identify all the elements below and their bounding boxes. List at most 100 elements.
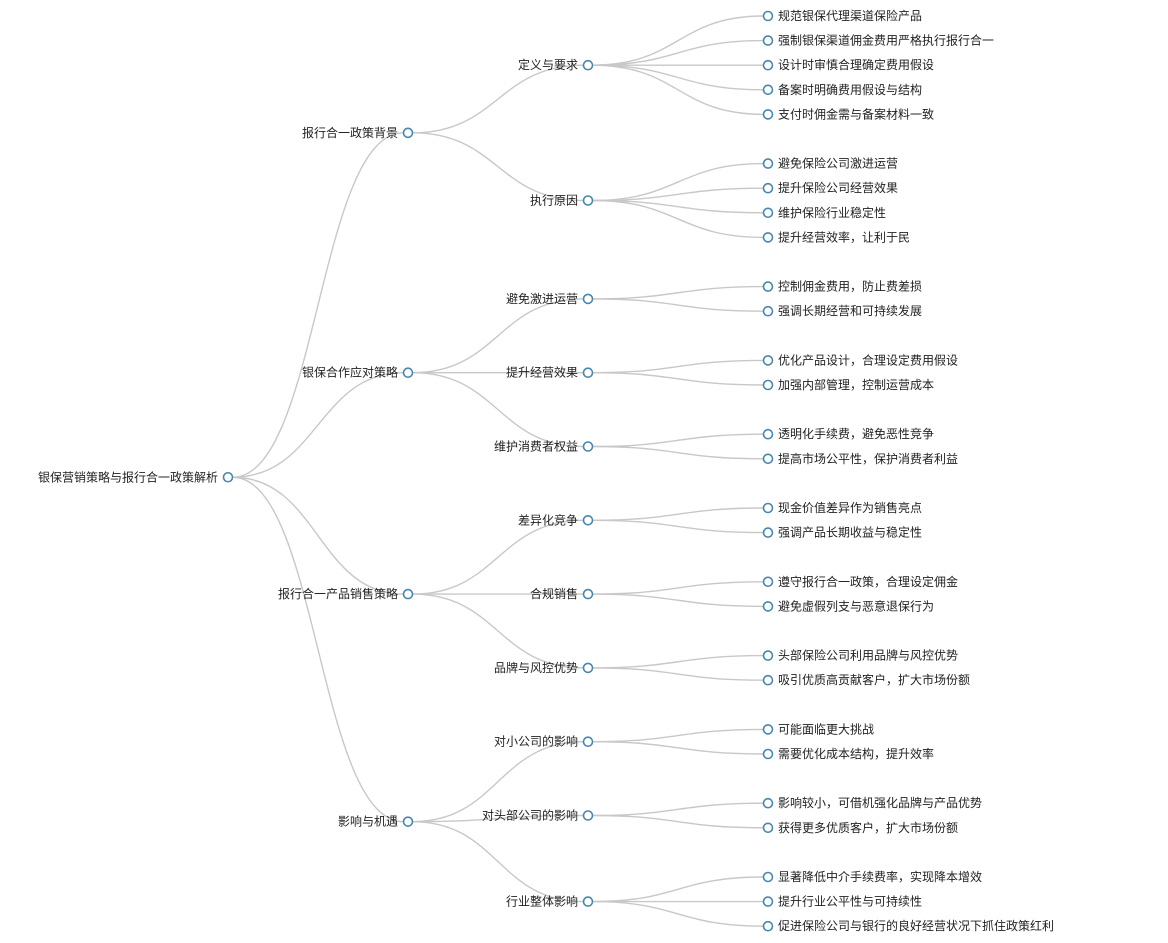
node-label: 支付时佣金需与备案材料一致 [778, 106, 934, 121]
mindmap-link [412, 64, 584, 134]
node-circle[interactable] [762, 10, 774, 22]
node-circle[interactable] [762, 822, 774, 834]
mindmap-leaf-node[interactable]: 备案时明确费用假设与结构 [762, 82, 923, 97]
mindmap-leaf-node[interactable]: 需要优化成本结构，提升效率 [762, 746, 935, 761]
node-circle[interactable] [762, 601, 774, 612]
mindmap-leaf-node[interactable]: 遵守报行合一政策，合理设定佣金 [762, 574, 959, 589]
mindmap-branch-node[interactable]: 执行原因 [530, 194, 594, 208]
mindmap-link [232, 476, 404, 595]
mindmap-leaf-node[interactable]: 影响较小，可借机强化品牌与产品优势 [762, 795, 983, 810]
node-circle[interactable] [762, 724, 774, 735]
node-label: 显著降低中介手续费率，实现降本增效 [778, 869, 982, 884]
node-circle[interactable] [762, 527, 774, 538]
node-circle[interactable] [582, 293, 594, 305]
node-circle[interactable] [582, 514, 594, 526]
node-circle[interactable] [762, 896, 774, 907]
mindmap-leaf-node[interactable]: 提高市场公平性，保护消费者利益 [762, 451, 959, 466]
node-circle[interactable] [762, 84, 774, 96]
node-circle[interactable] [762, 207, 774, 219]
mindmap-branch-node[interactable]: 差异化竞争 [518, 513, 594, 527]
node-circle[interactable] [402, 816, 414, 827]
node-circle[interactable] [762, 281, 774, 292]
node-circle[interactable] [582, 736, 594, 748]
node-circle[interactable] [582, 195, 594, 206]
mindmap-leaf-node[interactable]: 现金价值差异作为销售亮点 [762, 500, 923, 515]
node-circle[interactable] [762, 158, 774, 169]
node-circle[interactable] [762, 182, 774, 194]
mindmap-leaf-node[interactable]: 透明化手续费，避免恶性竞争 [762, 426, 935, 441]
node-circle[interactable] [222, 471, 234, 483]
mindmap-leaf-node[interactable]: 提升经营效率，让利于民 [762, 229, 911, 244]
node-label: 避免激进运营 [506, 291, 578, 306]
mindmap-branch-node[interactable]: 报行合一政策背景 [302, 125, 414, 140]
node-label: 可能面临更大挑战 [778, 722, 874, 736]
mindmap-leaf-node[interactable]: 促进保险公司与银行的良好经营状况下抓住政策红利 [762, 918, 1055, 933]
mindmap-leaf-node[interactable]: 获得更多优质客户，扩大市场份额 [762, 820, 959, 835]
mindmap-branch-node[interactable]: 定义与要求 [518, 57, 594, 72]
mindmap-branch-node[interactable]: 对头部公司的影响 [482, 808, 594, 823]
node-circle[interactable] [582, 367, 594, 379]
mindmap-leaf-node[interactable]: 优化产品设计，合理设定费用假设 [762, 352, 959, 367]
mindmap-leaf-node[interactable]: 强调长期经营和可持续发展 [762, 303, 923, 318]
mindmap-branch-node[interactable]: 合规销售 [530, 586, 594, 601]
node-circle[interactable] [762, 355, 774, 366]
node-circle[interactable] [762, 920, 774, 932]
node-circle[interactable] [582, 810, 594, 821]
mindmap-leaf-node[interactable]: 强制银保渠道佣金费用严格执行报行合一 [762, 33, 995, 48]
node-circle[interactable] [762, 109, 774, 120]
node-circle[interactable] [762, 748, 774, 760]
node-circle[interactable] [762, 379, 774, 391]
mindmap-leaf-node[interactable]: 显著降低中介手续费率，实现降本增效 [762, 869, 983, 884]
mindmap-leaf-node[interactable]: 维护保险行业稳定性 [762, 205, 887, 220]
node-label: 提升保险公司经营效果 [778, 180, 898, 195]
mindmap-leaf-node[interactable]: 支付时佣金需与备案材料一致 [762, 106, 935, 121]
node-circle[interactable] [762, 59, 774, 71]
node-circle[interactable] [762, 232, 774, 243]
node-circle[interactable] [582, 588, 594, 600]
node-circle[interactable] [762, 674, 774, 686]
mindmap-leaf-node[interactable]: 吸引优质高贡献客户，扩大市场份额 [762, 672, 971, 687]
mindmap-branch-node[interactable]: 提升经营效果 [506, 365, 594, 380]
mindmap-branch-node[interactable]: 避免激进运营 [506, 291, 594, 306]
mindmap-leaf-node[interactable]: 强调产品长期收益与稳定性 [762, 525, 923, 540]
node-circle[interactable] [762, 797, 774, 809]
mindmap-leaf-node[interactable]: 避免保险公司激进运营 [762, 156, 899, 171]
mindmap-leaf-node[interactable]: 提升保险公司经营效果 [762, 180, 899, 195]
node-circle[interactable] [762, 502, 774, 514]
node-circle[interactable] [582, 896, 594, 907]
mindmap-leaf-node[interactable]: 可能面临更大挑战 [762, 722, 875, 736]
node-label: 定义与要求 [518, 57, 578, 72]
node-circle[interactable] [762, 305, 774, 317]
mindmap-branch-node[interactable]: 影响与机遇 [338, 814, 414, 829]
mindmap-branch-node[interactable]: 对小公司的影响 [494, 734, 594, 749]
node-circle[interactable] [762, 650, 774, 661]
mindmap-branch-node[interactable]: 银保营销策略与报行合一政策解析 [38, 469, 234, 484]
mindmap-branch-node[interactable]: 银保合作应对策略 [302, 365, 414, 380]
node-circle[interactable] [762, 576, 774, 588]
node-circle[interactable] [762, 35, 774, 46]
mindmap-leaf-node[interactable]: 设计时审慎合理确定费用假设 [762, 57, 935, 72]
node-circle[interactable] [582, 59, 594, 71]
mindmap-leaf-node[interactable]: 避免虚假列支与恶意退保行为 [762, 598, 935, 613]
mindmap-leaf-node[interactable]: 加强内部管理，控制运营成本 [762, 377, 935, 392]
mindmap-leaf-node[interactable]: 控制佣金费用，防止费差损 [762, 279, 923, 294]
node-circle[interactable] [762, 453, 774, 465]
mindmap-branch-node[interactable]: 维护消费者权益 [494, 440, 594, 454]
mindmap-branch-node[interactable]: 报行合一产品销售策略 [278, 586, 414, 601]
node-label: 维护保险行业稳定性 [778, 205, 886, 220]
mindmap-branch-node[interactable]: 品牌与风控优势 [494, 661, 594, 675]
node-circle[interactable] [582, 441, 594, 452]
mindmap-leaf-node[interactable]: 头部保险公司利用品牌与风控优势 [762, 648, 959, 663]
mindmap-branch-node[interactable]: 行业整体影响 [506, 894, 594, 909]
mindmap-leaf-node[interactable]: 规范银保代理渠道保险产品 [762, 8, 923, 23]
node-circle[interactable] [402, 367, 414, 379]
node-circle[interactable] [762, 871, 774, 883]
node-circle[interactable] [762, 428, 774, 440]
mindmap-leaf-node[interactable]: 提升行业公平性与可持续性 [762, 894, 923, 909]
node-circle[interactable] [402, 127, 414, 139]
node-circle[interactable] [402, 588, 414, 600]
mindmap-link [592, 64, 764, 91]
mindmap-link [592, 162, 764, 202]
node-circle[interactable] [582, 662, 594, 674]
